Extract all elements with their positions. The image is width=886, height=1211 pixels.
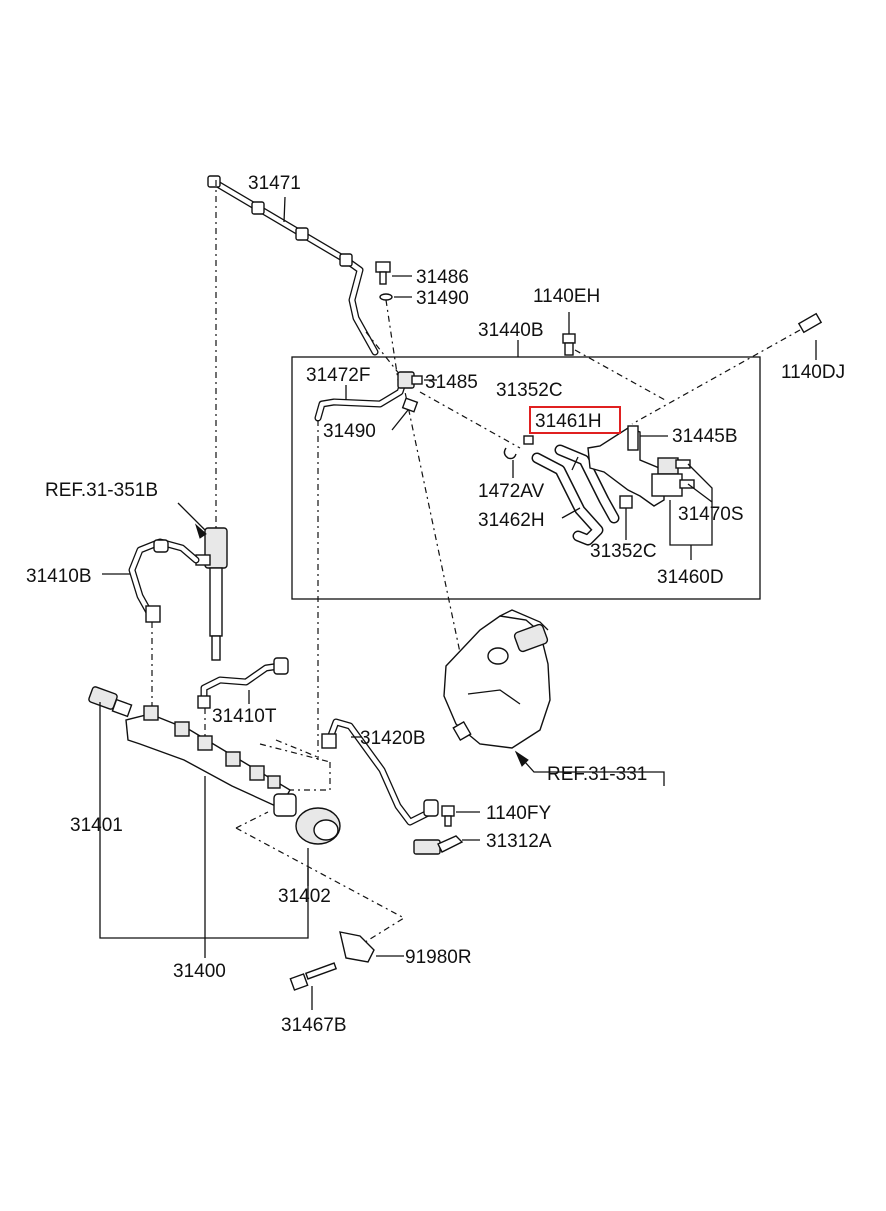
label-31352C: 31352C — [496, 380, 563, 401]
label-ref-31-351B: REF.31-351B — [45, 480, 158, 501]
bolt-1140FY — [441, 805, 455, 827]
injection-pipe-31420B — [321, 718, 439, 826]
label-31440B: 31440B — [478, 320, 544, 341]
label-31352C-lower: 31352C — [590, 541, 657, 562]
joint-31485 — [397, 371, 423, 413]
injection-pipe-31410B — [128, 538, 200, 623]
label-91980R: 91980R — [405, 947, 472, 968]
label-1140FY: 1140FY — [486, 803, 551, 824]
high-pressure-pump-ref-31-331 — [443, 609, 551, 749]
label-31410B: 31410B — [26, 566, 92, 587]
return-hose-31472F — [314, 376, 408, 422]
bolt-31467B — [289, 962, 338, 991]
label-1140EH: 1140EH — [533, 286, 600, 307]
label-31485: 31485 — [425, 372, 478, 393]
pressure-valve-31402 — [273, 793, 341, 845]
return-line-31471 — [207, 175, 379, 356]
pressure-sensor-31401 — [88, 686, 133, 718]
label-31461H: 31461H — [535, 411, 602, 432]
clamp-1472AV — [503, 447, 517, 460]
label-31420B: 31420B — [360, 728, 426, 749]
bracket-31445B — [587, 425, 665, 507]
label-31490-lower: 31490 — [323, 421, 376, 442]
label-31400: 31400 — [173, 961, 226, 982]
label-31402: 31402 — [278, 886, 331, 907]
label-1472AV: 1472AV — [478, 481, 545, 502]
label-31471: 31471 — [248, 173, 301, 194]
clip-31352C — [523, 435, 534, 445]
label-31472F: 31472F — [306, 365, 370, 386]
label-31462H: 31462H — [478, 510, 545, 531]
hollow-bolt-31486 — [375, 261, 391, 285]
label-31445B: 31445B — [672, 426, 738, 447]
highlight-box-31461H — [529, 406, 621, 434]
bracket-31401-31400 — [99, 702, 309, 939]
sensor-31312A — [413, 835, 464, 855]
bolt-1140DJ — [797, 312, 823, 334]
label-31470S: 31470S — [678, 504, 744, 525]
clip-31352C-lower — [619, 495, 633, 509]
injection-pipe-31410T — [197, 657, 289, 709]
label-31410T: 31410T — [212, 706, 277, 727]
label-1140DJ: 1140DJ — [781, 362, 845, 383]
label-ref-31-331: REF.31-331 — [547, 764, 647, 785]
bracket-91980R — [339, 931, 375, 963]
washer-31490 — [379, 293, 393, 301]
common-rail-31400 — [125, 705, 291, 809]
valve-31470S — [651, 457, 695, 497]
label-31401: 31401 — [70, 815, 123, 836]
hose-31462H — [531, 444, 620, 546]
label-31490: 31490 — [416, 288, 469, 309]
dashed-bolt-to-pump — [385, 299, 463, 663]
bolt-1140EH — [562, 333, 576, 356]
leader-31471 — [283, 196, 286, 223]
label-31460D: 31460D — [657, 567, 724, 588]
injector-ref-31-351B — [195, 527, 228, 661]
assembly-box-31440B — [291, 356, 761, 600]
label-31486: 31486 — [416, 267, 469, 288]
label-31467B: 31467B — [281, 1015, 347, 1036]
label-31312A: 31312A — [486, 831, 552, 852]
